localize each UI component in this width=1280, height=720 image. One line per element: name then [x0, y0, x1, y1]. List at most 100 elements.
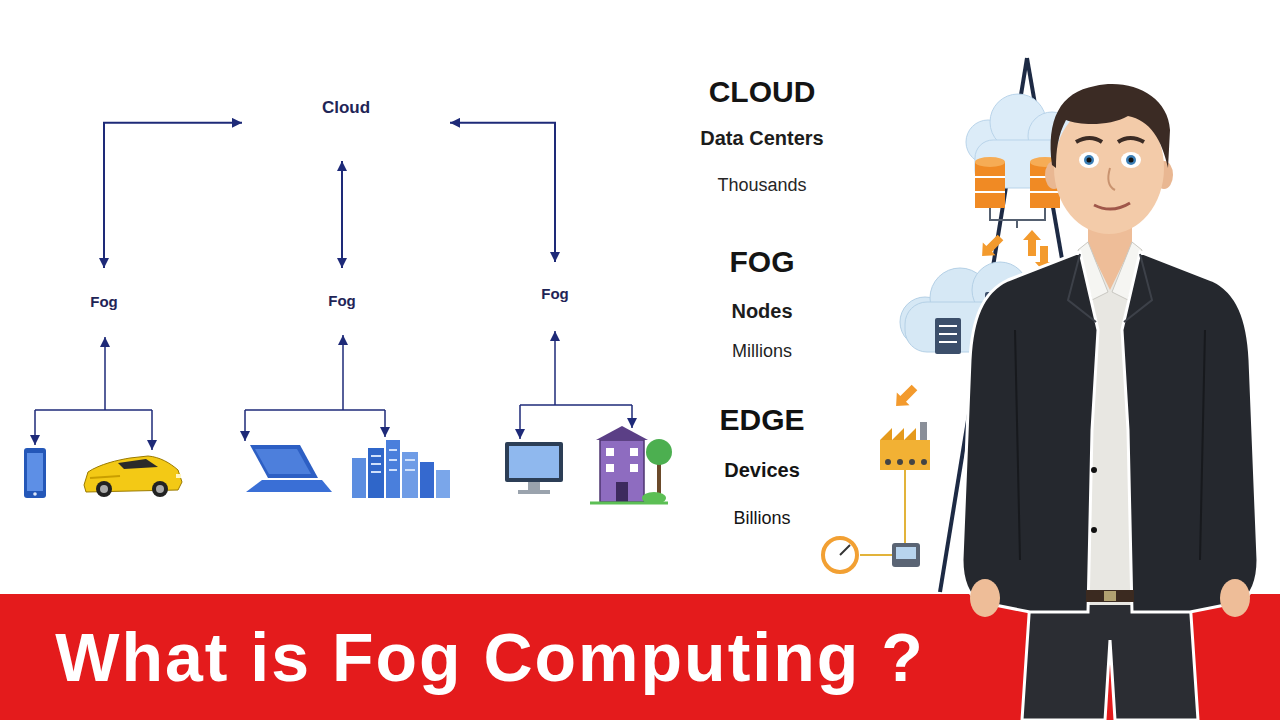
- title-holder: What is Fog Computing ?: [0, 594, 980, 720]
- fog-node: Fog: [278, 268, 406, 334]
- text-holder: FOG: [592, 232, 932, 292]
- pyramid-illustration: [975, 177, 1005, 192]
- pyramid-illustration: [890, 381, 921, 412]
- presenter-figure: [1129, 158, 1134, 163]
- text-holder: Billions: [592, 500, 932, 536]
- text-holder: Thousands: [592, 167, 932, 203]
- car-icon: [118, 459, 158, 469]
- presenter-figure: [1086, 590, 1134, 602]
- tier-heading: CLOUD: [709, 75, 816, 110]
- house-icon: [630, 464, 638, 472]
- pyramid-illustration: [880, 440, 930, 470]
- text-holder: Data Centers: [592, 118, 932, 158]
- presenter-figure: [962, 84, 1258, 720]
- pyramid-illustration: [921, 459, 927, 465]
- car-icon: [100, 485, 108, 493]
- house-icon: [646, 439, 672, 465]
- tier-band-fill: [570, 232, 1280, 387]
- tier-band-fill: [570, 387, 1280, 592]
- city-icon: [352, 440, 450, 498]
- cloud-outline: [495, 268, 616, 325]
- edge-tier-band: EDGE DevicesBillions: [570, 387, 1280, 592]
- pyramid-illustration: [920, 422, 927, 440]
- device-wires: [520, 404, 632, 406]
- page-title: What is Fog Computing ?: [55, 618, 924, 696]
- tier-band-fill: [630, 232, 1280, 387]
- pyramid-illustration: [935, 318, 961, 354]
- city-icon: [402, 452, 418, 498]
- city-icon: [436, 470, 450, 498]
- node-label: Fog: [90, 293, 118, 310]
- pyramid-illustration: [1023, 230, 1041, 256]
- monitor-icon: [505, 442, 563, 482]
- tier-count: Billions: [733, 508, 790, 529]
- pyramid-illustration: [909, 459, 915, 465]
- device-wires: [519, 405, 521, 439]
- presenter-figure: [1076, 138, 1144, 142]
- cloud-tier-band: CLOUD Data CentersThousands: [570, 0, 1280, 232]
- phone-icon: [33, 492, 37, 496]
- pyramid-illustration: [976, 231, 1007, 262]
- node-label: Cloud: [322, 98, 370, 118]
- connector-arrow: [104, 123, 242, 268]
- tier-subheading: Data Centers: [700, 127, 823, 150]
- laptop-icon: [246, 445, 332, 492]
- fog-node: Fog: [490, 262, 620, 326]
- pyramid-illustration: [860, 470, 905, 555]
- laptop-icon: [246, 480, 332, 492]
- pyramid-illustration: [892, 543, 920, 567]
- car-icon: [84, 456, 182, 497]
- presenter-figure: [970, 579, 1000, 617]
- presenter-figure: [1091, 467, 1097, 473]
- pyramid-illustration: [990, 208, 1045, 228]
- presenter-figure: [1084, 155, 1094, 165]
- cloud-node: Cloud: [242, 55, 450, 161]
- phone-icon: [24, 448, 46, 498]
- tier-band-fill: [572, 0, 1280, 232]
- pyramid-illustration: [975, 157, 1005, 167]
- presenter-figure: [1068, 254, 1152, 322]
- monitor-icon: [528, 482, 540, 490]
- car-icon: [156, 485, 164, 493]
- house-icon: [596, 426, 648, 440]
- laptop-icon: [250, 445, 318, 478]
- phone-icon: [24, 448, 46, 498]
- cloud-outline: [283, 274, 402, 333]
- monitor-icon: [505, 442, 563, 494]
- text-holder: EDGE: [592, 390, 932, 450]
- presenter-figure: [962, 252, 1098, 612]
- monitor-icon: [509, 446, 559, 478]
- connector-arrow: [341, 161, 343, 268]
- pyramid-illustration: [896, 547, 916, 559]
- pyramid-illustration: [840, 545, 850, 555]
- tier-heading: EDGE: [719, 403, 804, 438]
- tier-band-fill: [570, 0, 1280, 232]
- pyramid-illustration: [823, 422, 930, 572]
- device-wires: [35, 409, 152, 411]
- fog-node: Fog: [40, 268, 168, 336]
- car-icon: [90, 476, 120, 478]
- presenter-figure: [1091, 527, 1097, 533]
- house-icon: [616, 482, 628, 502]
- monitor-icon: [518, 490, 550, 494]
- device-wires: [244, 410, 246, 441]
- city-icon: [420, 462, 434, 498]
- text-holder: Devices: [592, 450, 932, 490]
- house-icon: [600, 440, 644, 502]
- house-icon: [630, 448, 638, 456]
- house-icon: [590, 502, 668, 505]
- pyramid-illustration: [885, 459, 891, 465]
- presenter-figure: [1079, 152, 1099, 168]
- presenter-figure: [1022, 600, 1198, 720]
- tier-subheading: Nodes: [731, 300, 792, 323]
- pyramid-illustration: [897, 459, 903, 465]
- device-wires: [34, 410, 36, 445]
- city-icon: [352, 458, 366, 498]
- text-holder: Nodes: [592, 291, 932, 331]
- connector-arrow: [450, 123, 555, 262]
- car-icon: [96, 481, 112, 497]
- presenter-figure: [1104, 591, 1116, 601]
